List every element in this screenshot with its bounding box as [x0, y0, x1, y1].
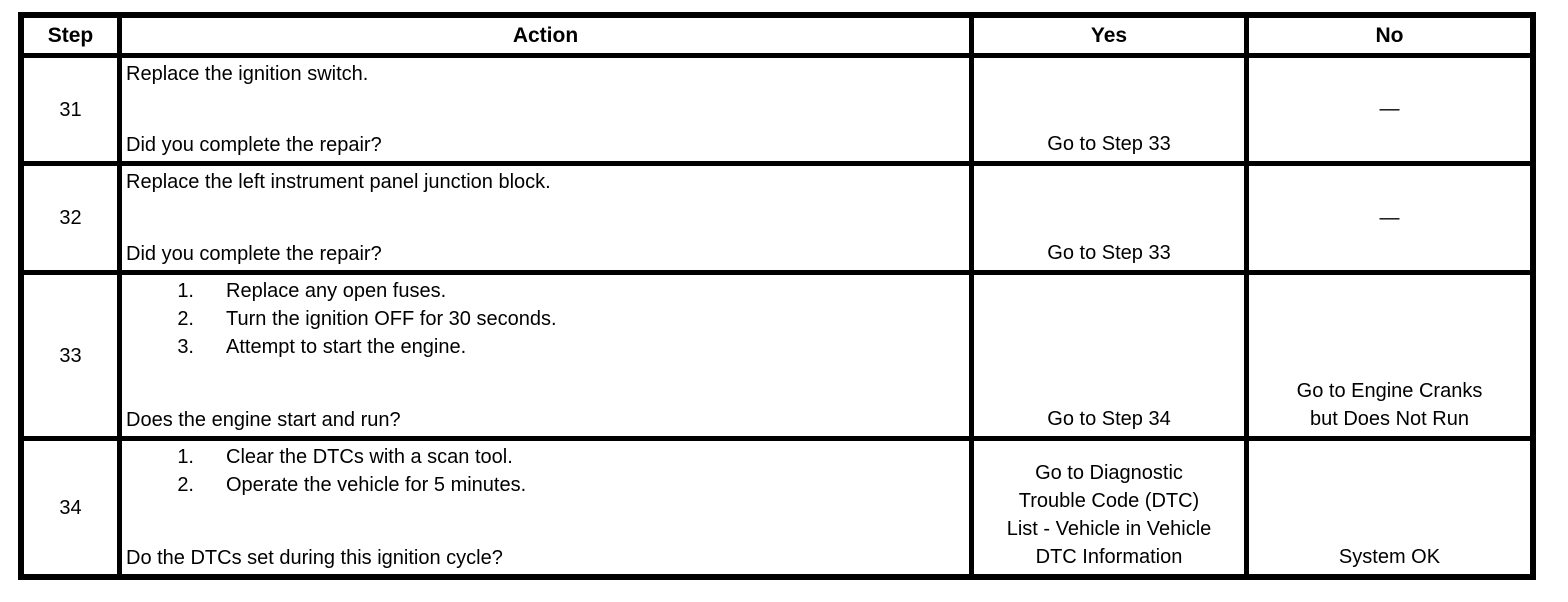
yes-reference: Go to Step 34 [1047, 408, 1171, 430]
list-item-number: 1. [177, 446, 194, 468]
action-list-item: 2. Turn the ignition OFF for 30 seconds. [126, 305, 965, 333]
action-list-item: 1. Replace any open fuses. [126, 277, 965, 305]
action-question: Did you complete the repair? [126, 134, 382, 156]
row-34-yes-cell: Go to Diagnostic Trouble Code (DTC) List… [974, 441, 1244, 574]
column-header-yes: Yes [974, 18, 1244, 53]
row-33-yes-cell: Go to Step 34 [974, 275, 1244, 436]
row-33-step-number: 33 [24, 275, 117, 436]
list-item-number: 1. [177, 280, 194, 302]
no-dash: — [1379, 206, 1400, 229]
row-31-yes-cell: Go to Step 33 [974, 58, 1244, 161]
no-reference: Go to Engine Cranks but Does Not Run [1296, 380, 1483, 430]
action-list-item: 3. Attempt to start the engine. [126, 333, 965, 361]
action-question: Does the engine start and run? [126, 409, 401, 431]
row-33-action-cell: 1. Replace any open fuses. 2. Turn the i… [122, 275, 969, 436]
action-numbered-list: 1. Clear the DTCs with a scan tool. 2. O… [126, 443, 965, 499]
yes-reference: Go to Step 33 [1047, 242, 1171, 264]
column-header-step: Step [24, 18, 117, 53]
action-list-item: 1. Clear the DTCs with a scan tool. [126, 443, 965, 471]
list-item-text: Operate the vehicle for 5 minutes. [226, 474, 527, 496]
list-item-number: 2. [177, 308, 194, 330]
action-statement: Replace the left instrument panel juncti… [126, 171, 551, 193]
action-list-item: 2. Operate the vehicle for 5 minutes. [126, 471, 965, 499]
column-header-action: Action [122, 18, 969, 53]
action-question: Did you complete the repair? [126, 243, 382, 265]
action-numbered-list: 1. Replace any open fuses. 2. Turn the i… [126, 277, 965, 361]
list-item-number: 3. [177, 336, 194, 358]
no-dash: — [1379, 98, 1400, 120]
row-31-action-cell: Replace the ignition switch. Did you com… [122, 58, 969, 161]
row-33-no-cell: Go to Engine Cranks but Does Not Run [1249, 275, 1530, 436]
yes-reference: Go to Step 33 [1047, 133, 1171, 155]
yes-reference: Go to Diagnostic Trouble Code (DTC) List… [1006, 462, 1212, 568]
no-reference: System OK [1338, 546, 1441, 568]
row-31-step-number: 31 [24, 58, 117, 161]
row-34-no-cell: System OK [1249, 441, 1530, 574]
action-question: Do the DTCs set during this ignition cyc… [126, 547, 503, 569]
action-statement: Replace the ignition switch. [126, 63, 369, 85]
row-32-yes-cell: Go to Step 33 [974, 166, 1244, 270]
row-32-step-number: 32 [24, 166, 117, 270]
column-header-no: No [1249, 18, 1530, 53]
list-item-text: Turn the ignition OFF for 30 seconds. [226, 308, 557, 330]
row-34-step-number: 34 [24, 441, 117, 574]
row-32-action-cell: Replace the left instrument panel juncti… [122, 166, 969, 270]
row-31-no-cell: — [1249, 58, 1530, 161]
list-item-text: Attempt to start the engine. [226, 336, 467, 358]
diagnostic-step-table: Step Action Yes No 31 Replace the igniti… [18, 12, 1536, 580]
row-32-no-cell: — [1249, 166, 1530, 270]
list-item-text: Replace any open fuses. [226, 280, 447, 302]
row-34-action-cell: 1. Clear the DTCs with a scan tool. 2. O… [122, 441, 969, 574]
list-item-text: Clear the DTCs with a scan tool. [226, 446, 513, 468]
list-item-number: 2. [177, 474, 194, 496]
